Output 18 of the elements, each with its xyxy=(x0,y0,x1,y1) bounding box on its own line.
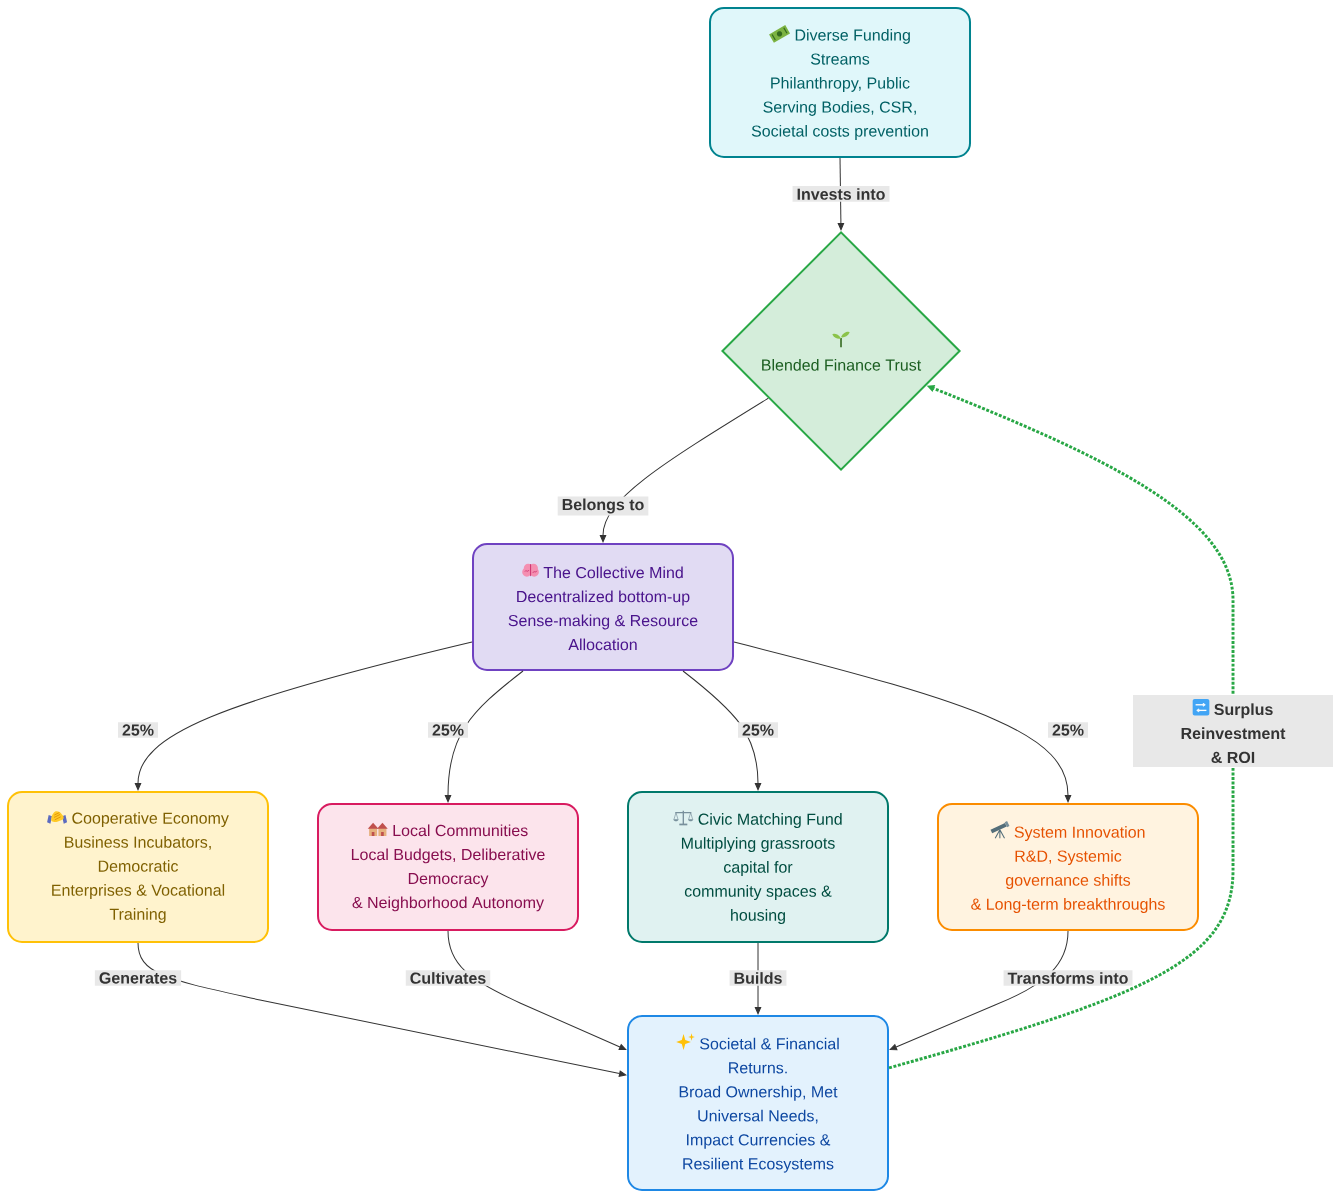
process-box: Cooperative Economy Business Incubators, Democratic Enterprises & Vocational Training xyxy=(7,791,269,943)
edge-label: 25% xyxy=(1048,722,1088,738)
edge-label: Cultivates xyxy=(405,970,491,986)
edge-label: Builds xyxy=(729,970,787,986)
edge-label: 25% xyxy=(428,722,468,738)
edge-label: Generates xyxy=(94,970,182,986)
process-box: Local Communities Local Budgets, Deliberative Democracy & Neighborhood Autonomy xyxy=(317,803,579,931)
edge-label: Surplus Reinvestment & ROI xyxy=(1133,695,1333,767)
edge-label: Belongs to xyxy=(557,496,649,516)
edge-label: 25% xyxy=(738,722,778,738)
edge-label: Transforms into xyxy=(1003,970,1133,986)
process-box: Societal & Financial Returns. Broad Ownership, Met Universal Needs, Impact Currencies & Resilient Ecosystems xyxy=(627,1015,889,1191)
edge-label: Invests into xyxy=(792,186,890,202)
edge-label: 25% xyxy=(118,722,158,738)
process-box: The Collective Mind Decentralized bottom-up Sense-making & Resource Allocation xyxy=(472,543,734,671)
process-box: System Innovation R&D, Systemic governance shifts & Long-term breakthroughs xyxy=(937,803,1199,931)
process-box: Diverse Funding Streams Philanthropy, Public Serving Bodies, CSR, Societal costs prevention xyxy=(709,7,971,158)
process-box: Civic Matching Fund Multiplying grassroots capital for community spaces & housing xyxy=(627,791,889,943)
